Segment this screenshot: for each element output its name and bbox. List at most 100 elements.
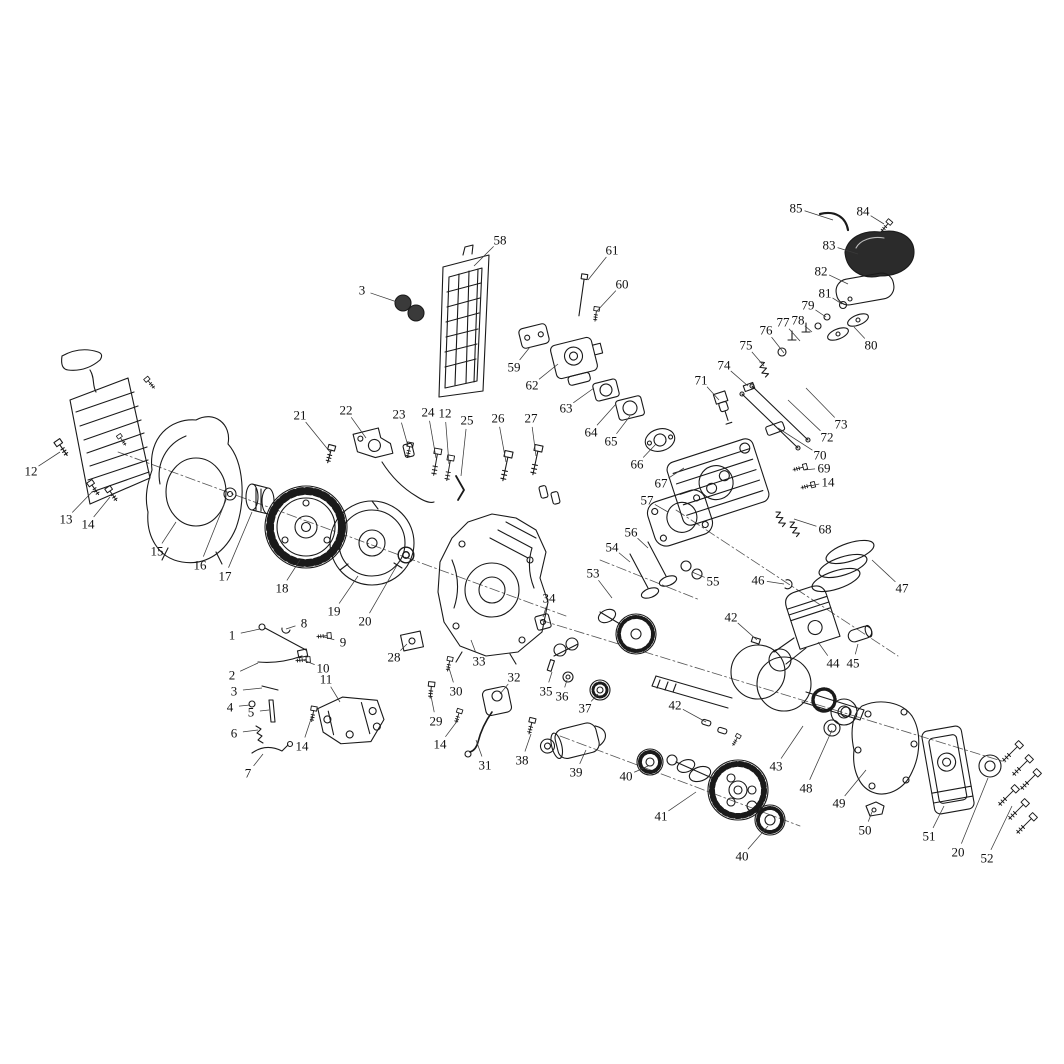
leader-line-3 xyxy=(242,687,263,691)
cover-gasket xyxy=(835,272,895,306)
leader-line-2 xyxy=(240,662,259,672)
part-label-84: 84 xyxy=(857,204,871,219)
leader-line-29 xyxy=(430,695,435,713)
leader-line-84 xyxy=(870,215,885,225)
leader-line-83 xyxy=(837,247,859,255)
head-gasket xyxy=(646,489,714,547)
leader-line-16 xyxy=(202,499,227,557)
magneto-rotor xyxy=(223,483,275,515)
leader-line-1 xyxy=(240,628,261,634)
cam-gear-small xyxy=(597,608,657,655)
cylinder-head xyxy=(666,438,770,526)
oil-pump xyxy=(464,685,513,758)
governor-gear xyxy=(746,800,786,836)
governor-parts xyxy=(546,637,611,701)
leader-line-42 xyxy=(682,708,707,723)
fan-cover xyxy=(145,416,243,565)
leader-line-74 xyxy=(730,370,749,387)
rocker-arms xyxy=(827,313,869,341)
part-label-73: 73 xyxy=(835,417,848,432)
leader-line-48 xyxy=(809,729,833,780)
bolt-12 xyxy=(442,454,456,482)
linkage-rods xyxy=(248,623,309,754)
leader-line-8 xyxy=(285,625,296,630)
part-label-35: 35 xyxy=(540,684,553,699)
leader-line-85 xyxy=(804,210,834,221)
part-label-7: 7 xyxy=(245,766,252,781)
side-cover-gasket xyxy=(851,701,920,795)
part-label-67: 67 xyxy=(655,476,669,491)
bolt-14 xyxy=(452,707,464,725)
part-label-40: 40 xyxy=(620,769,633,784)
part-label-53: 53 xyxy=(587,566,600,581)
leader-line-31 xyxy=(475,739,483,757)
cover-bolts xyxy=(996,740,1042,836)
leader-line-78 xyxy=(804,325,813,333)
valve-cover xyxy=(844,230,915,278)
part-label-46: 46 xyxy=(752,573,766,588)
leader-line-63 xyxy=(573,387,595,404)
leader-line-82 xyxy=(828,274,849,285)
leader-line-14 xyxy=(445,719,459,738)
part-label-64: 64 xyxy=(585,425,599,440)
part-label-14: 14 xyxy=(296,739,310,754)
leader-line-25 xyxy=(460,428,467,477)
clamp-50 xyxy=(865,801,885,817)
piston xyxy=(785,585,841,650)
pulley-washer xyxy=(397,546,415,564)
part-label-63: 63 xyxy=(560,401,573,416)
spark-plug xyxy=(712,390,733,425)
leader-line-43 xyxy=(780,725,804,759)
leader-line-23 xyxy=(401,422,409,447)
bolt-26 xyxy=(498,449,514,483)
part-label-74: 74 xyxy=(718,358,732,373)
leader-line-79 xyxy=(815,309,827,318)
push-rods xyxy=(739,383,811,451)
part-label-54: 54 xyxy=(606,540,620,555)
part-label-26: 26 xyxy=(492,411,506,426)
leader-line-56 xyxy=(637,537,649,549)
part-34 xyxy=(534,613,552,631)
leader-line-32 xyxy=(499,683,509,695)
starter-motor xyxy=(539,722,607,760)
crankcase-cover xyxy=(921,725,975,815)
bolt-14 xyxy=(308,705,318,723)
part-label-65: 65 xyxy=(605,434,618,449)
leader-line-65 xyxy=(616,415,631,435)
part-label-42: 42 xyxy=(725,610,738,625)
leader-line-60 xyxy=(595,290,617,313)
spacer xyxy=(550,491,561,505)
leader-line-14 xyxy=(304,715,313,738)
leader-line-17 xyxy=(228,511,253,568)
leader-line-50 xyxy=(867,811,873,822)
part-label-75: 75 xyxy=(740,338,753,353)
timing-gear xyxy=(636,748,664,776)
leader-line-49 xyxy=(844,769,867,797)
leader-lines-layer xyxy=(38,210,1013,851)
part-label-48: 48 xyxy=(800,781,813,796)
carburetor-assembly xyxy=(518,323,676,452)
leader-line-30 xyxy=(448,667,454,683)
leader-line-77 xyxy=(788,328,801,342)
leader-line-75 xyxy=(751,351,765,367)
leader-line-6 xyxy=(242,729,259,733)
leader-line-53 xyxy=(598,579,613,599)
part-label-59: 59 xyxy=(508,360,521,375)
leader-line-33 xyxy=(470,639,477,653)
throttle-rod-25 xyxy=(455,475,465,501)
part-label-47: 47 xyxy=(896,581,910,596)
leader-line-73 xyxy=(805,387,835,418)
leader-line-35 xyxy=(548,671,553,683)
leader-line-57 xyxy=(654,504,669,513)
part-label-58: 58 xyxy=(494,233,507,248)
part-label-68: 68 xyxy=(819,522,832,537)
part-label-3: 3 xyxy=(359,283,366,298)
leader-line-5 xyxy=(259,709,270,712)
part-label-4: 4 xyxy=(227,700,234,715)
starter-bolt xyxy=(104,485,120,503)
part-label-23: 23 xyxy=(393,407,406,422)
part-label-79: 79 xyxy=(802,298,815,313)
leader-line-62 xyxy=(538,363,559,380)
leader-line-68 xyxy=(793,518,817,527)
